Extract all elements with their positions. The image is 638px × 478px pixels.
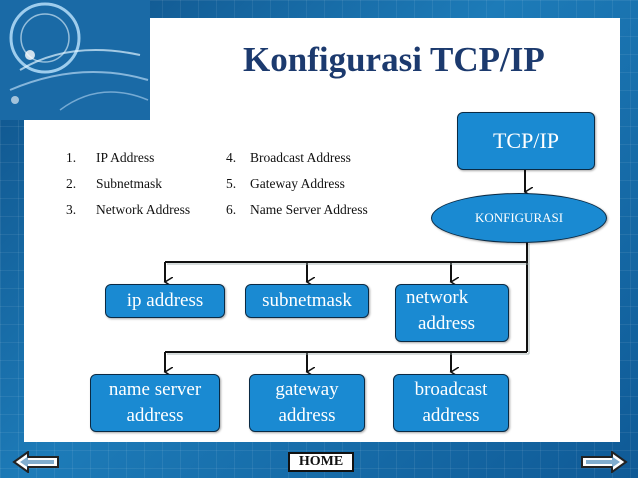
gateway-label-line2: address — [278, 405, 336, 426]
name-server-label-line1: name server — [108, 379, 202, 400]
network-address-label-line1: network — [406, 287, 469, 308]
ip-address-box: ip address — [105, 284, 225, 318]
list-item-number: 5. — [226, 176, 237, 191]
broadcast-label-line1: broadcast — [414, 379, 488, 400]
back-arrow-icon[interactable] — [12, 451, 60, 473]
list-item-text: IP Address — [96, 150, 155, 165]
list-item-text: Gateway Address — [250, 176, 345, 191]
config-list-column-1: 1. IP Address 2. Subnetmask 3. Network A… — [66, 150, 226, 220]
subnetmask-box: subnetmask — [245, 284, 369, 318]
konfigurasi-node: KONFIGURASI — [431, 193, 607, 243]
tcpip-root-label: TCP/IP — [492, 128, 560, 153]
ip-address-label: ip address — [126, 290, 204, 311]
name-server-address-box: name server address — [90, 374, 220, 432]
slide-title: Konfigurasi TCP/IP — [243, 40, 545, 79]
tcpip-root-box: TCP/IP — [457, 112, 595, 170]
home-button[interactable]: HOME — [288, 452, 354, 472]
list-item-number: 3. — [66, 202, 77, 217]
gateway-label-line1: gateway — [275, 379, 339, 400]
forward-arrow-icon[interactable] — [580, 451, 628, 473]
list-item-number: 4. — [226, 150, 237, 165]
list-item-text: Network Address — [96, 202, 191, 217]
config-list-column-2: 4. Broadcast Address 5. Gateway Address … — [226, 150, 426, 220]
list-item-text: Name Server Address — [250, 202, 368, 217]
broadcast-address-box: broadcast address — [393, 374, 509, 432]
name-server-label-line2: address — [126, 405, 184, 426]
subnetmask-label: subnetmask — [262, 290, 352, 311]
list-item-number: 2. — [66, 176, 77, 191]
list-item-number: 6. — [226, 202, 237, 217]
konfigurasi-label: KONFIGURASI — [474, 210, 564, 225]
gateway-address-box: gateway address — [249, 374, 365, 432]
network-address-box: network address — [395, 284, 509, 342]
broadcast-label-line2: address — [422, 405, 480, 426]
list-item-number: 1. — [66, 150, 77, 165]
list-item-text: Broadcast Address — [250, 150, 351, 165]
list-item-text: Subnetmask — [96, 176, 162, 191]
binary-globe-logo-icon — [0, 0, 150, 120]
network-address-label-line2: address — [418, 313, 475, 334]
